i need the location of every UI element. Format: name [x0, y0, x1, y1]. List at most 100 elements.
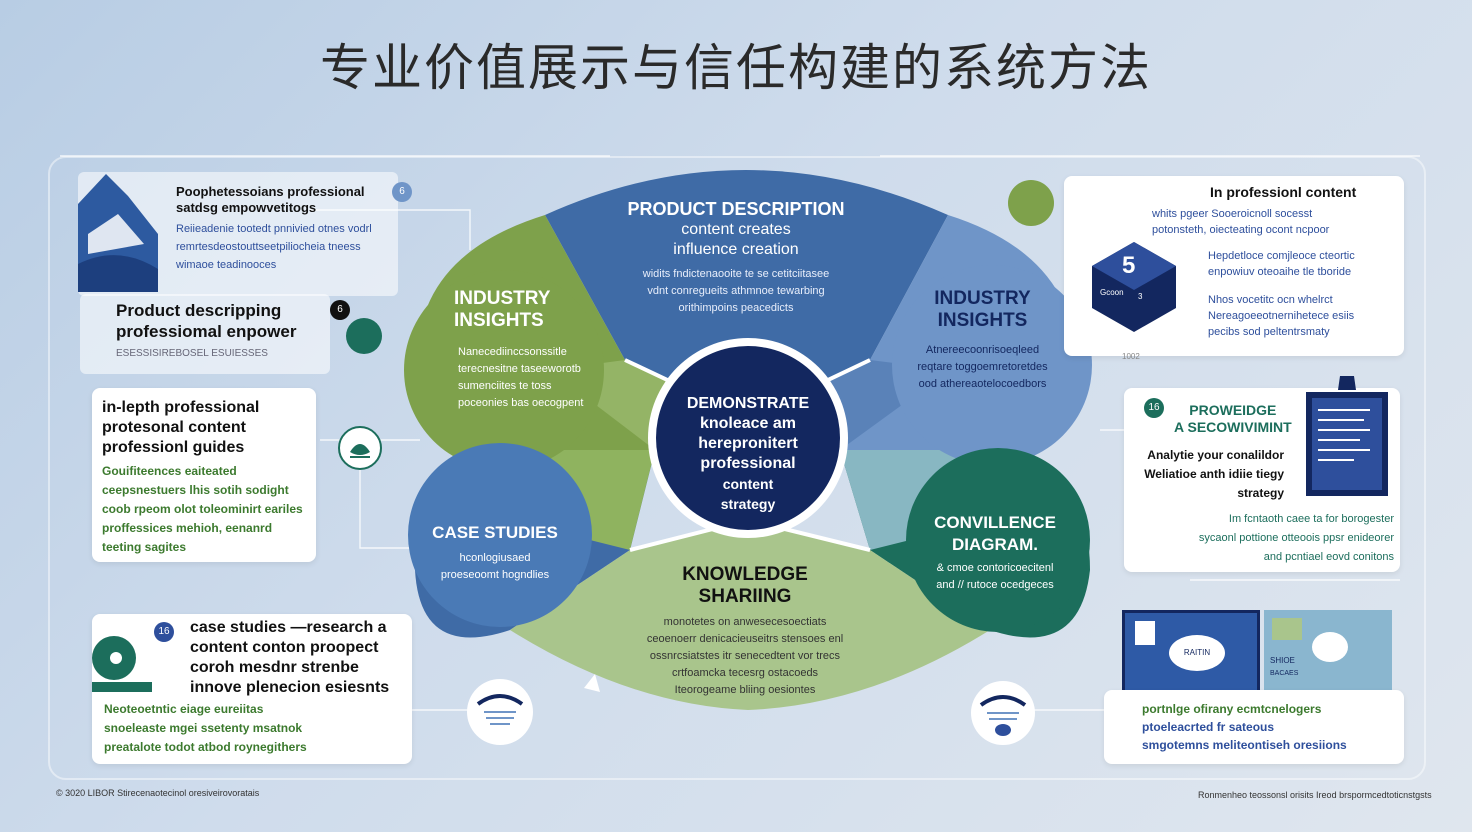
footer-left: © 3020 LIBOR Stirecenaotecinol oresiveir… [56, 788, 260, 798]
disc-convience [906, 448, 1090, 632]
segment-insights-left-title: INDUSTRY [454, 288, 551, 309]
card-body: Nereagoeeotnernihetece esiis [1208, 310, 1355, 322]
card-heading: Product descripping [116, 301, 282, 320]
cube-year: 1002 [1122, 352, 1140, 361]
person-icon [92, 636, 152, 692]
cube-small: 3 [1138, 292, 1143, 301]
page-title: 专业价值展示与信任构建的系统方法 [320, 39, 1152, 97]
center-line: professional [700, 455, 796, 472]
center-line: DEMONSTRATE [686, 395, 810, 412]
disc-insights-left [404, 270, 604, 470]
card-foot: and pcntiael eovd conitons [1263, 551, 1394, 563]
card-badge: 16 [1144, 398, 1164, 418]
card-body: teeting sagites [102, 540, 187, 554]
card-case: 16 case studies —research a content cont… [92, 614, 412, 764]
segment-insights-right-text: INDUSTRY INSIGHTS Atnereecoonrisoeqleed … [895, 288, 1070, 393]
card-body: proffessices mehioh, eenanrd [102, 521, 273, 535]
card-heading: innove plenecion esiesnts [190, 679, 390, 696]
segment-knowledge-body: crtfoamcka tecesrg ostacoeds [671, 667, 819, 679]
card-body: enpowiuv oteoaihe tle tboride [1208, 266, 1352, 278]
card-body: Neoteoetntic eiage eureiitas [104, 702, 264, 716]
card-body: Hepdetloce comjleoce cteortic [1208, 250, 1355, 262]
segment-knowledge-body: ossnrcsiatstes itr senecedtent vor trecs [649, 650, 841, 662]
segment-product-body: orithimpoins peacedicts [678, 302, 794, 314]
segment-insights-left-body: poceonies bas oecogpent [458, 397, 584, 409]
card-foot: sycaonl pottione otteoois ppsr enideorer [1198, 532, 1394, 544]
center-text: DEMONSTRATE knoleace am herepronitert pr… [660, 394, 836, 514]
screen-left-label: RAITIN [1169, 635, 1225, 671]
segment-insights-right-body: reqtare toggoemretoretdes [917, 361, 1048, 373]
card-right-bottom: portnlge ofirany ecmtcnelogers ptoeleacr… [1104, 690, 1404, 764]
segment-product-subtitle: influence creation [673, 241, 799, 258]
center-disc [656, 346, 840, 530]
screen-right-small: BACAES [1270, 670, 1299, 677]
card-body: portnlge ofirany ecmtcnelogers [1142, 702, 1322, 716]
card-body: Reiieadenie tootedt pnnivied otnes vodrl [176, 223, 372, 235]
segment-convience-text: CONVILLENCE DIAGRAM. & cmoe contoricoeci… [920, 512, 1070, 594]
card-badge: 6 [330, 300, 350, 320]
segment-insights-left-body: sumenciites te toss [458, 380, 552, 392]
segment-product-text: PRODUCT DESCRIPTION content creates infl… [600, 198, 872, 317]
central-diagram [404, 170, 1092, 710]
segment-knowledge-body: Iteorogeame bliing oesiontes [674, 684, 816, 696]
segment-product-subtitle: content creates [681, 221, 791, 238]
card-right-top: In professionl content 5 Gcoon 3 1002 wh… [1064, 176, 1404, 361]
card-body: Analytie your conalildor [1147, 448, 1284, 462]
card-body: Nhos vocetitc ocn whelrct [1208, 294, 1333, 306]
segment-knowledge-title: SHARIING [698, 586, 792, 607]
card-depth: in-lepth professional protesonal content… [92, 388, 316, 562]
segment-insights-left-text: INDUSTRY INSIGHTS Nanecediinccsonssitle … [430, 288, 620, 412]
center-line: content [722, 476, 774, 492]
card-body: potonsteth, oiecteating ocont ncpoor [1152, 224, 1330, 236]
segment-knowledge-body: ceoenoerr denicacieuseitrs stensoes enl [646, 633, 844, 645]
footer-right: Ronmenheo teossonsl orisits Ireod brspor… [1198, 790, 1432, 800]
disc-insights-right [892, 265, 1092, 465]
connector-node [1008, 180, 1054, 226]
card-body: snoeleaste mgei ssetenty msatnok [104, 721, 303, 735]
screen-left: RAITIN [1122, 610, 1260, 698]
card-body: coob rpeom olot toleominirt eariles [102, 502, 303, 516]
card-product-bg [80, 294, 330, 374]
card-foot: Im fcntaoth caee ta for borogester [1228, 513, 1394, 525]
diagram-frame [48, 156, 1426, 780]
segment-insights-left-body: Nanecediinccsonssitle [458, 346, 567, 358]
connector-node [346, 318, 382, 354]
card-body: ceepsnestuers lhis sotih sodight [102, 483, 289, 497]
card-body: whits pgeer Sooeroicnoll socesst [1152, 208, 1313, 220]
card-heading: professionl guides [102, 439, 245, 456]
card-body: wimaoe teadinooces [176, 259, 277, 271]
meter-icon [971, 681, 1035, 745]
card-heading: content conton proopect [190, 639, 379, 656]
clipboard-icon [1306, 376, 1388, 496]
mountain-icon [78, 174, 158, 292]
card-heading: protesonal content [102, 419, 247, 436]
cube-number: 5 [1122, 252, 1136, 279]
card-heading: satdsg empowvetitogs [176, 200, 317, 215]
segment-insights-right-title: INSIGHTS [937, 310, 1028, 331]
segment-product-body: widits fndictenaooite te se cetitciitase… [642, 268, 830, 280]
card-top-left-text: Poophetessoians professional satdsg empo… [176, 184, 396, 274]
screen-right-label: SHIOE [1270, 656, 1295, 665]
leaf-icon [338, 426, 382, 470]
segment-convience-body: & cmoe contoricoecitenl [936, 562, 1054, 574]
segment-case-title: CASE STUDIES [432, 523, 558, 542]
disc-case [408, 443, 592, 627]
cube-label: Gcoon [1100, 288, 1124, 297]
card-body: ptoeleacrted fr sateous [1142, 720, 1275, 734]
meter-icon [467, 679, 533, 745]
segment-case-text: CASE STUDIES hconlogiusaed proeseoomt ho… [415, 522, 575, 584]
card-heading: in-lepth professional [102, 399, 260, 416]
card-body: remrtesdeostouttseetpiliocheia tneess [176, 241, 361, 253]
segment-case-body: proeseoomt hogndlies [440, 569, 550, 581]
segment-insights-right-body: ood athereaotelocoedbors [918, 378, 1047, 390]
segment-insights-right-title: INDUSTRY [934, 288, 1031, 309]
segment-product-body: vdnt conregueits athmnoe tewarbing [647, 285, 825, 297]
cube-icon [1092, 242, 1176, 332]
segment-convience-title: CONVILLENCE [934, 513, 1056, 532]
card-heading: In professionl content [1210, 184, 1357, 200]
segment-insights-right-body: Atnereecoonrisoeqleed [925, 344, 1040, 356]
card-heading: coroh mesdnr strenbe [190, 659, 359, 676]
card-body: Gouifiteences eaiteated [102, 464, 237, 478]
screen-right: SHIOE BACAES [1264, 610, 1392, 692]
segment-knowledge-text: KNOWLEDGE SHARIING monotetes on anwesece… [620, 564, 870, 699]
